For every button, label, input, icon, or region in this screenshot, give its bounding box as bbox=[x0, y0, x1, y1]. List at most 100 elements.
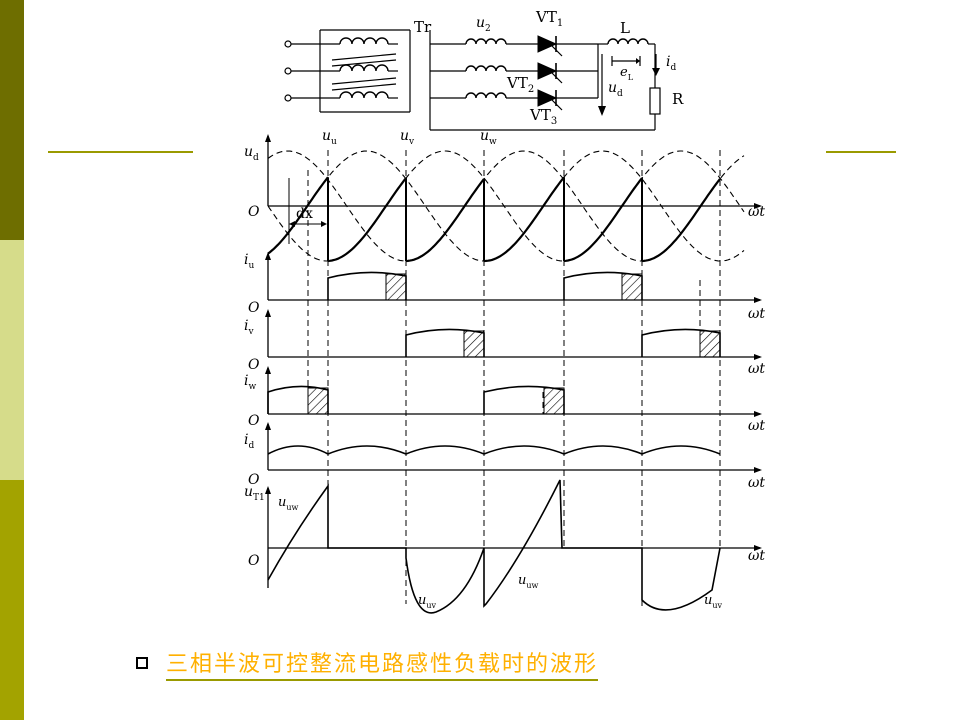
commutation-area bbox=[307, 387, 329, 415]
ud-segment bbox=[483, 176, 565, 263]
commutation-area bbox=[543, 387, 565, 415]
axis-label: ωt bbox=[748, 306, 765, 322]
load-current-label: id bbox=[666, 54, 676, 73]
row-label: iv bbox=[244, 318, 254, 337]
ut1-segment-label: uuw bbox=[278, 495, 299, 512]
origin-label: O bbox=[248, 357, 260, 373]
commutation-area bbox=[463, 330, 485, 358]
ut1-waveform bbox=[267, 479, 721, 614]
axis-label: ωt bbox=[748, 204, 765, 220]
phase-voltage-curve bbox=[267, 150, 745, 262]
arrow-icon bbox=[754, 203, 762, 209]
ut1-segment-label: uuv bbox=[418, 593, 437, 610]
transformer-core bbox=[331, 59, 397, 67]
origin-label: O bbox=[248, 413, 260, 429]
inductor-emf-label: eL bbox=[620, 65, 634, 82]
thyristor-gate bbox=[551, 99, 563, 111]
id-waveform bbox=[267, 445, 721, 455]
arrow-icon bbox=[754, 545, 762, 551]
arrow-icon bbox=[265, 366, 271, 374]
primary-terminal bbox=[284, 94, 292, 102]
axis-label: ωt bbox=[748, 475, 765, 491]
caption-text: 三相半波可控整流电路感性负载时的波形 bbox=[166, 646, 599, 681]
transformer-core bbox=[331, 53, 397, 61]
resistor-icon bbox=[649, 87, 661, 115]
primary-terminal bbox=[284, 40, 292, 48]
vt2-label: VT2 bbox=[506, 74, 534, 95]
ut1-segment-label: uuw bbox=[518, 573, 539, 590]
sidebar-block-top bbox=[0, 0, 24, 240]
commutation-area bbox=[699, 330, 721, 358]
dx-label: dx bbox=[296, 206, 313, 222]
resistor-label: R bbox=[672, 90, 684, 108]
caption: 三相半波可控整流电路感性负载时的波形 bbox=[136, 646, 599, 681]
ud-segment bbox=[405, 178, 485, 263]
arrow-icon bbox=[754, 411, 762, 417]
thyristor-gate bbox=[551, 72, 563, 84]
primary-terminal bbox=[284, 67, 292, 75]
arrow-icon bbox=[754, 467, 762, 473]
axis-label: ωt bbox=[748, 418, 765, 434]
arrow-icon bbox=[754, 297, 762, 303]
arrow-icon bbox=[265, 486, 271, 494]
secondary-voltage-label: u2 bbox=[476, 15, 491, 34]
inductor-coil bbox=[607, 38, 649, 45]
inductor-label: L bbox=[620, 19, 630, 37]
row-label: id bbox=[244, 432, 254, 451]
commutation-area bbox=[621, 273, 643, 301]
axis-label: ωt bbox=[748, 548, 765, 564]
origin-label: O bbox=[248, 300, 260, 316]
arrow-icon bbox=[598, 106, 606, 116]
sidebar-block-bottom bbox=[0, 480, 24, 720]
vt1-label: VT1 bbox=[535, 8, 563, 29]
secondary-coil bbox=[465, 92, 507, 99]
phase-label: uw bbox=[480, 128, 497, 147]
title-rule-right bbox=[826, 151, 896, 153]
ud-segment bbox=[641, 178, 721, 263]
ud-segment bbox=[267, 176, 329, 255]
commutation-area bbox=[385, 273, 407, 301]
transformer-label: Tr bbox=[414, 18, 432, 36]
row-label: ud bbox=[244, 144, 259, 163]
bullet-icon bbox=[136, 657, 148, 669]
secondary-coil bbox=[465, 38, 507, 45]
phase-label: uu bbox=[322, 128, 337, 147]
arrow-icon bbox=[636, 58, 640, 64]
origin-label: O bbox=[248, 553, 260, 569]
arrow-icon bbox=[265, 309, 271, 317]
arrow-icon bbox=[265, 252, 271, 260]
arrow-icon bbox=[289, 221, 295, 227]
ud-segment bbox=[327, 177, 407, 263]
arrow-icon bbox=[652, 68, 660, 76]
primary-coil bbox=[339, 37, 389, 45]
phase-label: uv bbox=[400, 128, 415, 147]
vt3-label: VT3 bbox=[529, 106, 557, 127]
primary-coil bbox=[339, 64, 389, 72]
thyristor-gate bbox=[551, 45, 563, 57]
axis-label: ωt bbox=[748, 361, 765, 377]
thyristor-icon bbox=[537, 89, 558, 107]
transformer-core bbox=[331, 83, 397, 91]
sidebar-decoration bbox=[0, 0, 24, 720]
arrow-icon bbox=[321, 221, 327, 227]
arrow-icon bbox=[754, 354, 762, 360]
row-label: iu bbox=[244, 252, 254, 271]
primary-coil bbox=[339, 91, 389, 99]
row-label: iw bbox=[244, 373, 256, 392]
title-rule-left bbox=[48, 151, 193, 153]
sidebar-block-middle bbox=[0, 240, 24, 480]
origin-label: O bbox=[248, 472, 260, 488]
phase-voltage-curve bbox=[267, 150, 745, 262]
arrow-icon bbox=[265, 134, 271, 142]
transformer-core bbox=[331, 77, 397, 85]
arrow-icon bbox=[265, 422, 271, 430]
origin-label: O bbox=[248, 204, 260, 220]
ut1-segment-label: uuv bbox=[704, 593, 723, 610]
output-voltage-label: ud bbox=[608, 80, 623, 99]
thyristor-icon bbox=[537, 62, 558, 80]
ud-segment bbox=[563, 177, 643, 263]
secondary-coil bbox=[465, 65, 507, 72]
